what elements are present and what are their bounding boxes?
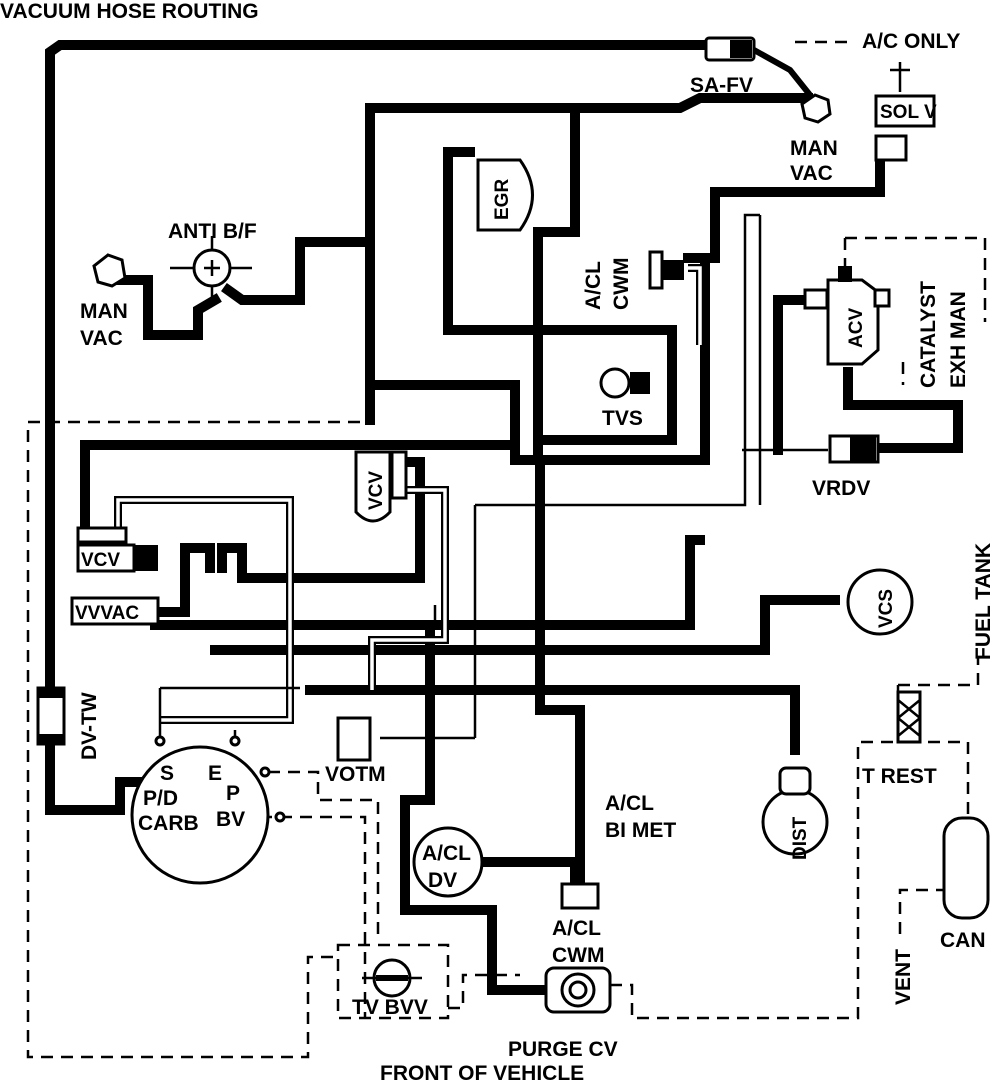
label-catalyst: CATALYST bbox=[917, 281, 940, 388]
label-tvs: TVS bbox=[602, 407, 643, 430]
diagram-title: VACUUM HOSE ROUTING bbox=[0, 0, 259, 23]
label-tv-bvv: TV BVV bbox=[352, 996, 428, 1019]
label-vrdv: VRDV bbox=[812, 477, 870, 500]
label-carb-s: S bbox=[160, 762, 174, 785]
sol-v-box bbox=[874, 94, 936, 128]
thick-hoses bbox=[45, 40, 963, 995]
label-vcs: VCS bbox=[876, 589, 897, 628]
label-t-rest: T REST bbox=[862, 765, 937, 788]
label-man-vac-left: MAN bbox=[80, 300, 128, 323]
tvs-switch bbox=[599, 367, 631, 399]
label-purge-cv: PURGE CV bbox=[508, 1038, 618, 1061]
man-vac-left-fitting bbox=[92, 253, 127, 288]
label-ac-only: A/C ONLY bbox=[862, 30, 960, 53]
double-hoses bbox=[114, 264, 704, 724]
carburetor bbox=[130, 745, 270, 885]
acl-cwm-bottom-motor bbox=[560, 882, 600, 910]
label-acl-bimet: A/CL bbox=[605, 792, 654, 815]
label-can: CAN bbox=[940, 929, 986, 952]
sa-fv-valve-body bbox=[730, 40, 752, 58]
label-fuel-tank: FUEL TANK bbox=[972, 543, 995, 660]
label-sa-fv: SA-FV bbox=[690, 74, 753, 97]
label-dv-tw: DV-TW bbox=[78, 692, 101, 760]
charcoal-canister bbox=[942, 816, 990, 920]
label-dist: DIST bbox=[790, 816, 811, 860]
sol-v-body bbox=[874, 134, 908, 162]
label-front-of-vehicle: FRONT OF VEHICLE bbox=[380, 1062, 584, 1084]
vcs-sensor bbox=[846, 568, 914, 636]
vcv-center-valve bbox=[354, 450, 392, 523]
label-carb-p: P bbox=[226, 782, 240, 805]
label-carb-pd: P/D bbox=[143, 787, 178, 810]
label-acl-cwm-top: A/CL bbox=[582, 261, 605, 310]
label-acl-bimet-2: BI MET bbox=[605, 819, 676, 842]
label-carb-carb: CARB bbox=[138, 812, 199, 835]
label-man-vac-left-2: VAC bbox=[80, 327, 123, 350]
components bbox=[36, 36, 990, 1014]
acl-dv-valve bbox=[412, 826, 484, 898]
votm bbox=[336, 716, 372, 762]
label-votm: VOTM bbox=[325, 763, 386, 786]
label-egr: EGR bbox=[492, 179, 513, 220]
thin-hoses bbox=[158, 62, 910, 745]
label-carb-e: E bbox=[208, 762, 222, 785]
acv-valve bbox=[826, 278, 880, 366]
label-vcv-left: VCV bbox=[81, 550, 120, 571]
label-carb-bv: BV bbox=[216, 808, 245, 831]
label-man-vac-top: MAN bbox=[790, 137, 838, 160]
label-exh-man: EXH MAN bbox=[947, 291, 970, 388]
vvvac-valve bbox=[70, 596, 160, 626]
acl-cwm-top-motor bbox=[648, 250, 664, 290]
label-man-vac-top-2: VAC bbox=[790, 162, 833, 185]
label-acv: ACV bbox=[846, 308, 867, 348]
label-acl-cwm-bottom: A/CL bbox=[552, 917, 601, 940]
label-vvvac: VVVAC bbox=[75, 603, 139, 624]
label-sol-v: SOL V bbox=[880, 102, 937, 123]
label-anti-bf: ANTI B/F bbox=[168, 220, 257, 243]
label-acl-cwm-top-2: CWM bbox=[610, 258, 633, 310]
label-vcv-center: VCV bbox=[366, 471, 387, 510]
label-acl-cwm-bottom-2: CWM bbox=[552, 944, 604, 967]
label-acl-dv-2: DV bbox=[428, 869, 457, 892]
label-acl-dv: A/CL bbox=[422, 842, 471, 865]
man-vac-top-fitting bbox=[800, 93, 832, 124]
egr-valve bbox=[476, 158, 534, 232]
label-vent: VENT bbox=[892, 949, 915, 1005]
